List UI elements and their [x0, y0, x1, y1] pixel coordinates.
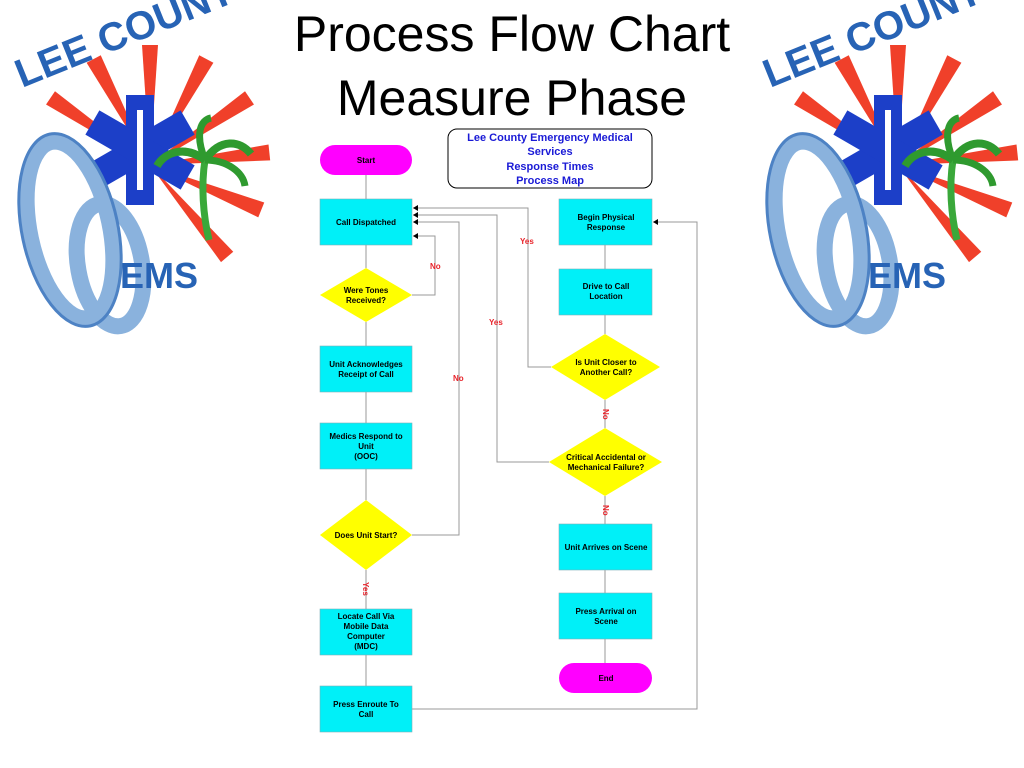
node-drive-to-call: Drive to Call Location: [558, 268, 653, 316]
node-enroute-line-1: Press Enroute To: [333, 700, 399, 709]
title-line-2: Measure Phase: [336, 70, 688, 126]
map-title-line-2: Services: [527, 146, 572, 158]
logo-ems-text-left: EMS: [120, 255, 198, 296]
node-begin-line-2: Response: [587, 223, 626, 232]
node-call-dispatched: Call Dispatched: [319, 198, 413, 246]
arrowhead-closer-yes: [413, 205, 418, 211]
node-enroute-line-2: Call: [359, 710, 374, 719]
node-unit-arrives: Unit Arrives on Scene: [558, 523, 653, 571]
node-drive-line-1: Drive to Call: [583, 282, 630, 291]
node-critical-line-2: Mechanical Failure?: [568, 463, 645, 472]
node-medics-line-3: (OOC): [354, 452, 378, 461]
slide-title: Process Flow Chart Measure Phase: [212, 2, 812, 130]
logo-ems-text-right: EMS: [868, 255, 946, 296]
node-does-unit-start: Does Unit Start?: [320, 500, 412, 570]
map-title-line-1: Lee County Emergency Medical: [467, 132, 633, 144]
map-title-line-3: Response Times: [506, 161, 593, 173]
node-end-label: End: [598, 674, 613, 683]
node-medics-line-1: Medics Respond to: [329, 432, 402, 441]
arrowhead-enroute: [653, 219, 658, 225]
node-begin-line-1: Begin Physical: [578, 213, 635, 222]
arrowhead-tones-no: [413, 233, 418, 239]
lee-county-ems-logo-left: LEE COUNTY EMS: [3, 0, 271, 336]
edge-label-critical-yes: Yes: [489, 318, 503, 327]
node-is-unit-closer: Is Unit Closer to Another Call?: [551, 334, 660, 400]
node-medics-line-2: Unit: [358, 442, 374, 451]
node-locate-line-1: Locate Call Via: [338, 612, 395, 621]
arrowheads: [413, 205, 658, 239]
node-start-label: Start: [357, 156, 376, 165]
edge-label-tones-no: No: [430, 262, 441, 271]
connectors: [365, 175, 698, 710]
node-locate-line-3: Computer: [347, 632, 385, 641]
lee-county-ems-logo-right: LEE COUNTY EMS: [751, 0, 1019, 336]
node-call-dispatched-label: Call Dispatched: [336, 218, 396, 227]
node-press-enroute: Press Enroute To Call: [319, 685, 413, 733]
node-begin-physical-response: Begin Physical Response: [558, 198, 653, 246]
node-locate-line-4: (MDC): [354, 642, 378, 651]
node-press-arrival-line-1: Press Arrival on: [575, 607, 636, 616]
node-were-tones-received: Were Tones Received?: [320, 268, 412, 322]
node-tones-line-1: Were Tones: [344, 286, 389, 295]
node-closer-line-1: Is Unit Closer to: [575, 358, 636, 367]
edge-label-closer-yes: Yes: [520, 237, 534, 246]
edge-label-unit-start-yes: Yes: [361, 582, 370, 596]
node-drive-line-2: Location: [589, 292, 622, 301]
node-critical-line-1: Critical Accidental or: [566, 453, 646, 462]
arrowhead-critical-yes: [413, 212, 418, 218]
node-start: Start: [320, 145, 412, 175]
node-arrives-label: Unit Arrives on Scene: [565, 543, 648, 552]
edge-label-unit-start-no: No: [453, 374, 464, 383]
title-line-1: Process Flow Chart: [293, 6, 731, 62]
edge-label-closer-no: No: [601, 409, 610, 420]
node-locate-call-mdc: Locate Call Via Mobile Data Computer (MD…: [319, 608, 413, 656]
node-medics-respond: Medics Respond to Unit (OOC): [319, 422, 413, 470]
logo-arc-text-right: LEE COUNTY: [757, 0, 1013, 96]
node-ack-line-2: Receipt of Call: [338, 370, 394, 379]
node-press-arrival-line-2: Scene: [594, 617, 618, 626]
arrowhead-unit-start-no: [413, 219, 418, 225]
node-ack-line-1: Unit Acknowledges: [329, 360, 403, 369]
node-critical-failure: Critical Accidental or Mechanical Failur…: [549, 428, 662, 496]
process-map-title-box: Lee County Emergency Medical Services Re…: [447, 128, 653, 189]
map-title-line-4: Process Map: [516, 175, 584, 187]
logo-arc-text-left: LEE COUNTY: [9, 0, 265, 96]
node-tones-line-2: Received?: [346, 296, 386, 305]
node-unit-acknowledges: Unit Acknowledges Receipt of Call: [319, 345, 413, 393]
edge-labels: No No Yes Yes No Yes No: [361, 237, 610, 596]
edge-label-critical-no: No: [601, 505, 610, 516]
node-press-arrival: Press Arrival on Scene: [558, 592, 653, 640]
node-end: End: [559, 663, 652, 693]
node-closer-line-2: Another Call?: [580, 368, 633, 377]
node-locate-line-2: Mobile Data: [344, 622, 389, 631]
node-unit-start-label: Does Unit Start?: [335, 531, 398, 540]
